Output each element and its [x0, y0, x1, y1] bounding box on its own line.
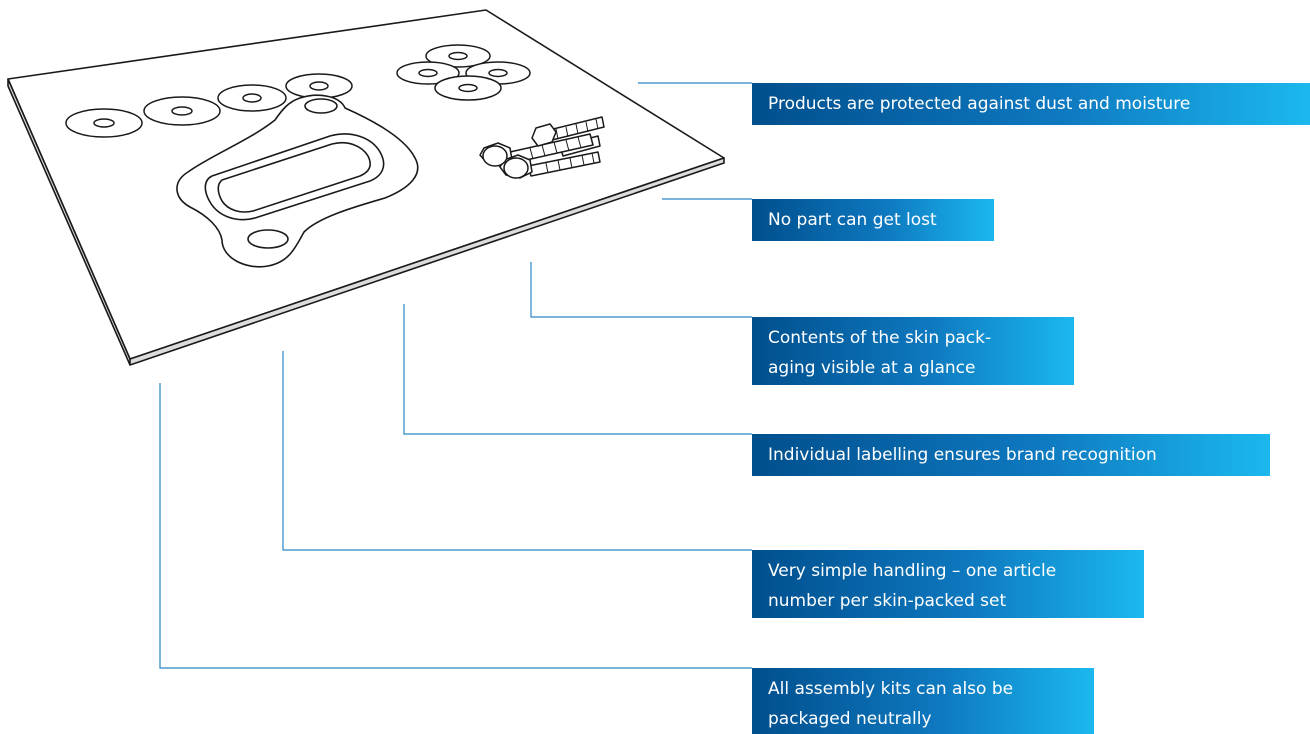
bolt-threads	[529, 118, 599, 174]
bolt-head-face	[503, 157, 529, 179]
leader-line-contents	[530, 262, 752, 318]
bolts	[479, 116, 605, 179]
plate-hole-bottom	[247, 229, 289, 249]
washer-hole	[242, 93, 262, 103]
washer-hole	[309, 81, 329, 91]
label-simple-handling: Very simple handling – one article numbe…	[752, 550, 1144, 618]
leader-line-neutral	[159, 383, 752, 669]
label-dust-moisture: Products are protected against dust and …	[752, 83, 1310, 125]
label-brand-text: Individual labelling ensures brand recog…	[768, 445, 1157, 465]
label-packaged-neutrally: All assembly kits can also be packaged n…	[752, 668, 1094, 734]
washer-cluster	[396, 44, 531, 101]
label-contents-visible: Contents of the skin pack- aging visible…	[752, 317, 1074, 385]
label-no-part-lost: No part can get lost	[752, 199, 994, 241]
washer-hole	[171, 106, 193, 116]
label-contents-text-1: Contents of the skin pack-	[768, 328, 992, 348]
washer-hole	[488, 68, 508, 78]
label-lost-text: No part can get lost	[768, 210, 937, 230]
leader-line-handling	[282, 351, 752, 551]
leader-lines	[159, 82, 752, 669]
washer-hole	[93, 118, 115, 128]
bolt-head	[531, 123, 557, 147]
label-contents-text-2: aging visible at a glance	[768, 358, 976, 378]
label-neutral-text-2: packaged neutrally	[768, 709, 932, 729]
label-handling-text-2: number per skin-packed set	[768, 591, 1007, 611]
leader-line-brand	[403, 304, 752, 435]
label-handling-text-1: Very simple handling – one article	[768, 561, 1057, 581]
washers	[65, 73, 353, 138]
label-brand-recognition: Individual labelling ensures brand recog…	[752, 434, 1270, 476]
washer-hole	[448, 51, 468, 61]
bolt-head-face	[482, 145, 508, 167]
plate-hole-top	[304, 98, 338, 114]
mounting-plate	[176, 94, 419, 268]
washer-hole	[418, 68, 438, 78]
plate-window-inner	[217, 141, 371, 213]
washer-hole	[458, 83, 478, 93]
label-dust-text: Products are protected against dust and …	[768, 94, 1191, 114]
label-neutral-text-1: All assembly kits can also be	[768, 679, 1014, 699]
